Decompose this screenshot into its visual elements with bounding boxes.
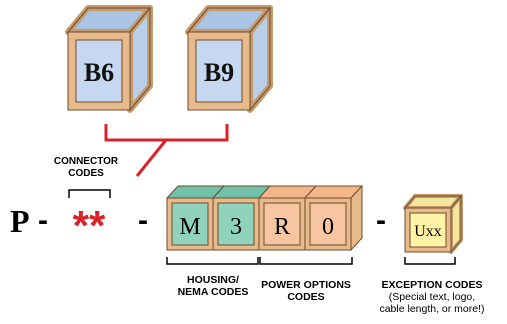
connector-code-b6: B6 — [84, 58, 114, 87]
dash-3: - — [376, 204, 386, 237]
exception-block: Uxx — [403, 194, 463, 254]
connector-bracket — [104, 124, 229, 177]
code-char-3: 3 — [230, 214, 242, 240]
exception-code: Uxx — [414, 223, 442, 240]
placeholder-bracket — [68, 189, 111, 198]
placeholder-asterisks: ** — [73, 202, 106, 249]
connector-cube-b9: B9 — [185, 5, 273, 113]
exception-codes-label: EXCEPTION CODES — [382, 279, 483, 291]
connector-cube-b6: B6 — [65, 5, 153, 113]
connector-code-b9: B9 — [204, 58, 234, 87]
prefix-letter: P — [10, 203, 30, 239]
exception-codes-note: (Special text, logo,cable length, or mor… — [379, 291, 484, 315]
code-block-0: 0 — [303, 184, 364, 252]
code-char-m: M — [179, 214, 200, 240]
code-char-r: R — [274, 214, 290, 240]
housing-bracket — [166, 257, 259, 265]
exception-bracket — [404, 257, 456, 265]
code-char-0: 0 — [322, 214, 334, 240]
code-block-3: 3 — [211, 185, 272, 251]
dash-1: - — [38, 204, 48, 237]
power-bracket — [259, 257, 353, 265]
housing-codes-label: HOUSING/NEMA CODES — [178, 274, 249, 298]
dash-2: - — [138, 204, 148, 237]
code-block-m: M — [165, 185, 226, 251]
